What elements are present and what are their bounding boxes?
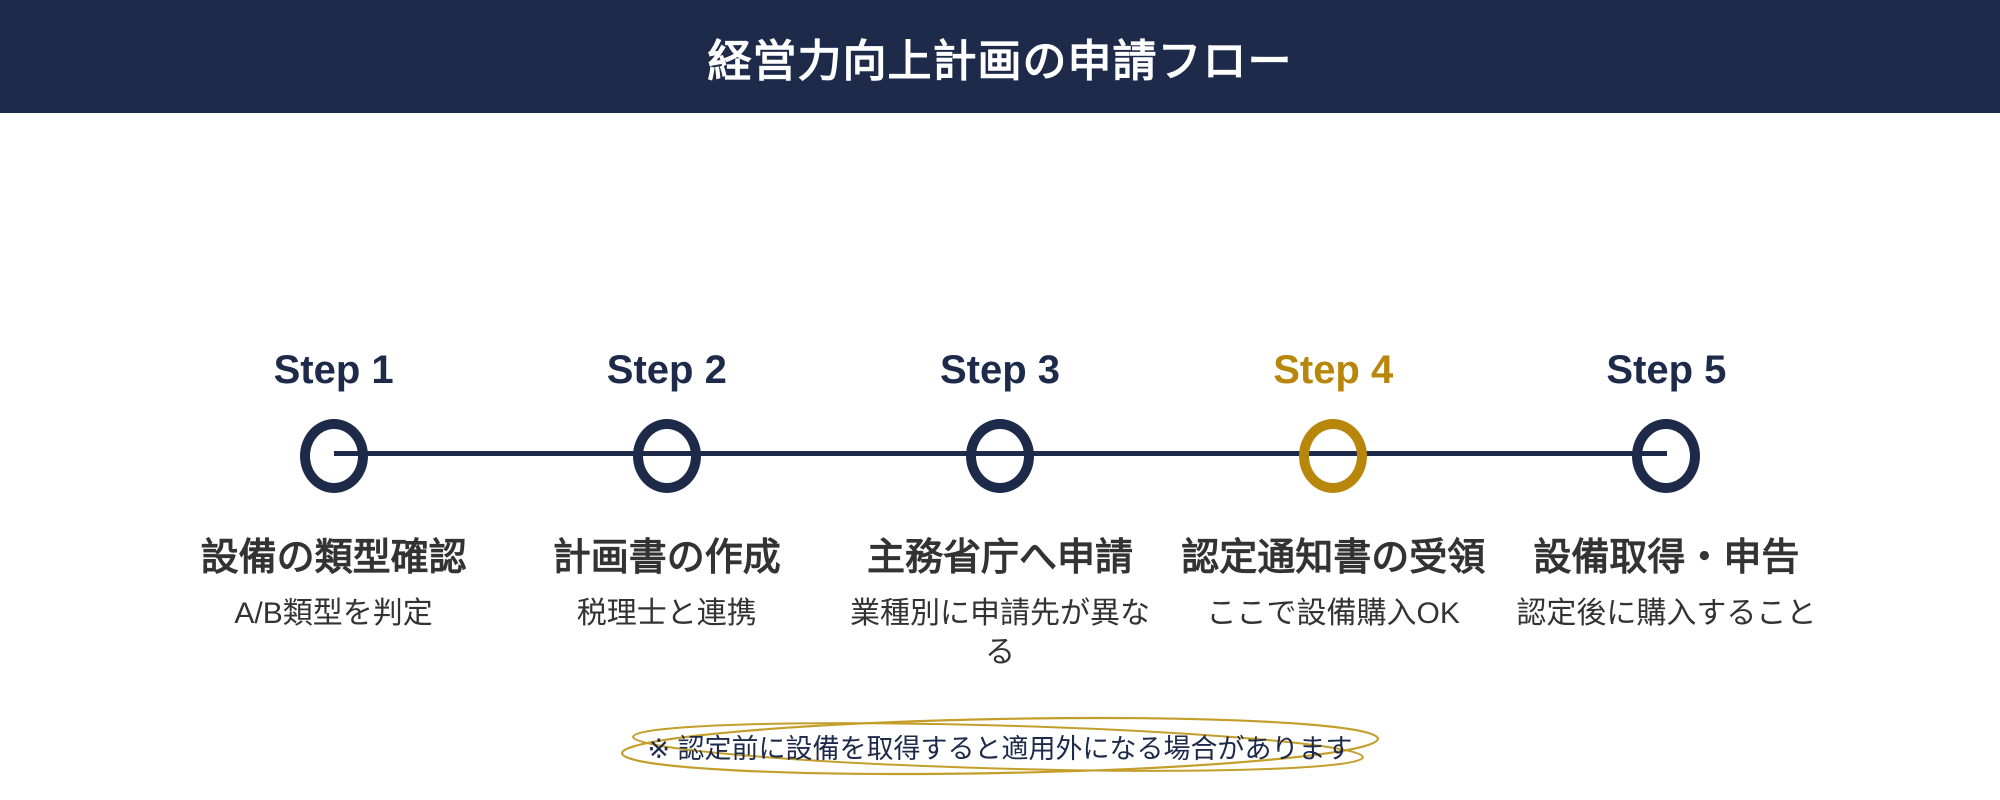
steps-row: Step 1 設備の類型確認 A/B類型を判定 Step 2 計画書の作成 税理…: [167, 345, 1833, 672]
step-title: 計画書の作成: [552, 537, 781, 579]
step-item-5: Step 5 設備取得・申告 認定後に購入すること: [1500, 345, 1833, 672]
step-item-1: Step 1 設備の類型確認 A/B類型を判定: [167, 345, 500, 672]
step-item-3: Step 3 主務省庁へ申請 業種別に申請先が異なる: [833, 345, 1166, 672]
footnote-highlight: ※ 認定前に設備を取得すると適用外になる場合があります: [605, 710, 1395, 782]
footnote: ※ 認定前に設備を取得すると適用外になる場合があります: [0, 710, 2000, 782]
step-description: 業種別に申請先が異なる: [850, 596, 1150, 669]
step-item-2: Step 2 計画書の作成 税理士と連携: [500, 345, 833, 672]
step-marker-circle-icon: [299, 419, 368, 493]
step-label: Step 2: [606, 348, 727, 392]
footnote-text: ※ 認定前に設備を取得すると適用外になる場合があります: [647, 733, 1353, 764]
header-bar: 経営力向上計画の申請フロー: [0, 0, 2000, 113]
step-title: 設備の類型確認: [200, 537, 467, 579]
step-title: 設備取得・申告: [1533, 537, 1800, 579]
step-label: Step 1: [273, 348, 394, 392]
hand-drawn-ellipse-icon: [620, 716, 1380, 776]
step-label: Step 3: [939, 348, 1061, 392]
step-label: Step 4: [1273, 348, 1394, 392]
step-marker-circle-icon: [1299, 419, 1368, 493]
step-marker-circle-icon: [1632, 419, 1701, 493]
step-description: A/B類型を判定: [234, 596, 433, 630]
step-description: 税理士と連携: [576, 596, 757, 630]
step-item-4: Step 4 認定通知書の受領 ここで設備購入OK: [1167, 345, 1500, 672]
application-flow-timeline: Step 1 設備の類型確認 A/B類型を判定 Step 2 計画書の作成 税理…: [167, 345, 1833, 685]
step-title: 主務省庁へ申請: [867, 537, 1134, 579]
step-marker-circle-icon: [632, 419, 701, 493]
step-description: 認定後に購入すること: [1516, 596, 1817, 630]
step-description: ここで設備購入OK: [1206, 596, 1460, 630]
step-label: Step 5: [1606, 348, 1727, 392]
step-marker-circle-icon: [966, 419, 1034, 493]
page-title: 経営力向上計画の申請フロー: [707, 36, 1293, 86]
step-title: 認定通知書の受領: [1181, 537, 1486, 579]
